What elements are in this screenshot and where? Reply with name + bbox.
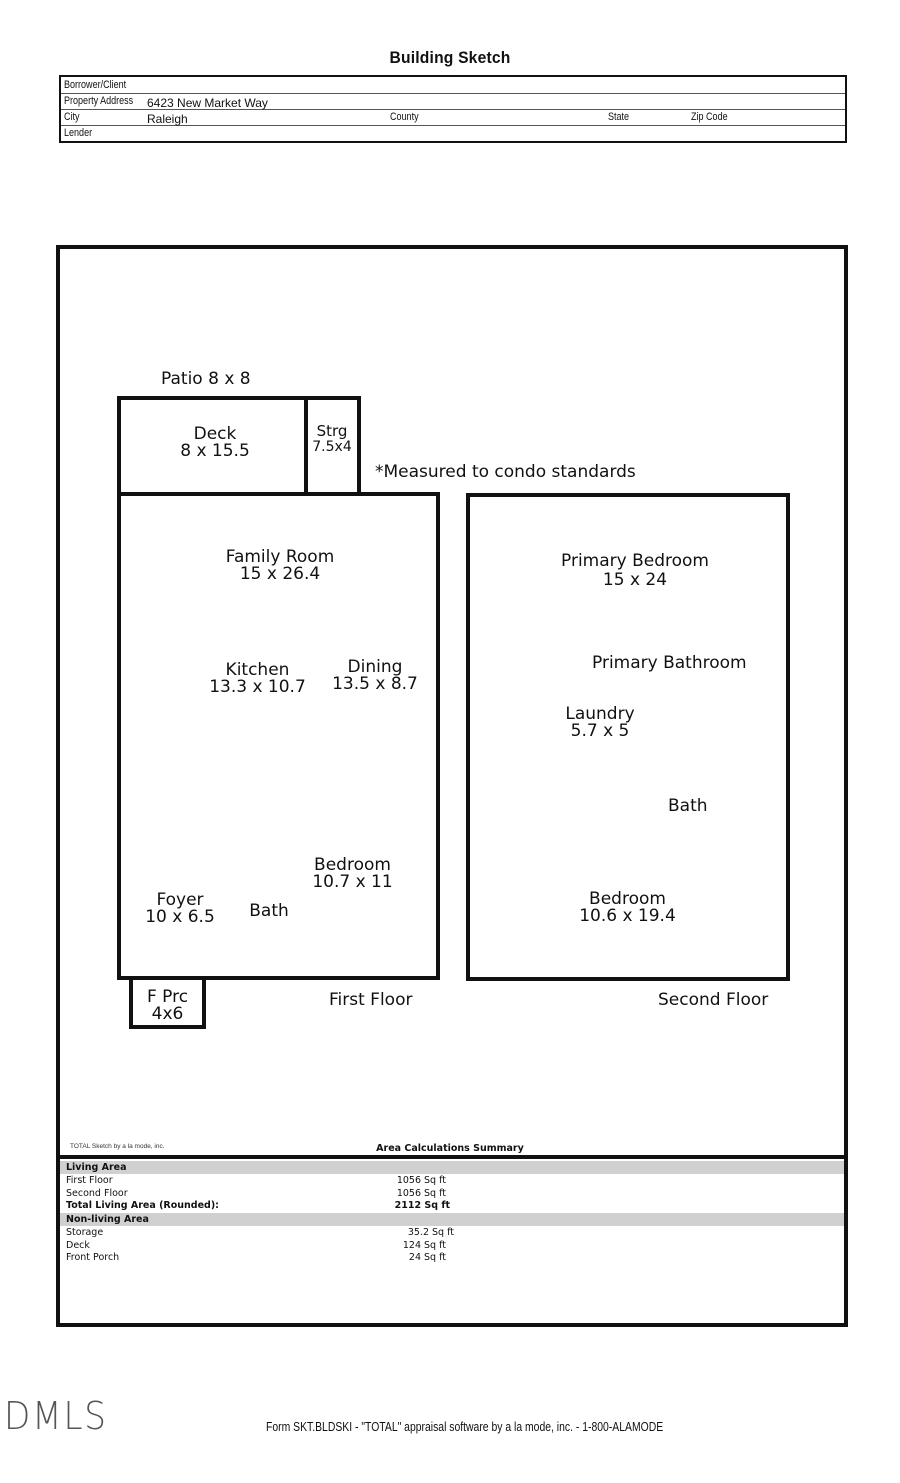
room-dims: 13.3 x 10.7: [209, 677, 306, 697]
foyer-room: Foyer 10 x 6.5: [130, 892, 230, 926]
address-value: 6423 New Market Way: [147, 96, 268, 110]
deck-dims: 8 x 15.5: [180, 441, 250, 461]
storage-name: Strg: [316, 422, 348, 440]
second-floor-area-label: Second Floor: [66, 1188, 128, 1199]
room-dims: 4x6: [151, 1004, 184, 1024]
laundry-room: Laundry 5.7 x 5: [555, 706, 645, 740]
room-name: Kitchen: [225, 660, 290, 680]
dining-room: Dining 13.5 x 8.7: [320, 659, 430, 693]
second-floor-outline: [466, 493, 790, 981]
lender-row: Lender: [61, 125, 845, 141]
room-dims: 10.7 x 11: [312, 872, 393, 892]
primary-bedroom: Primary Bedroom 15 x 24: [540, 553, 730, 589]
living-area-header: Living Area: [66, 1162, 127, 1173]
area-summary-title: Area Calculations Summary: [376, 1143, 524, 1154]
borrower-label: Borrower/Client: [64, 79, 127, 91]
nonliving-area-band: [60, 1213, 844, 1226]
storage-dims: 7.5x4: [312, 439, 352, 455]
dmls-logo: DMLS: [4, 1394, 108, 1438]
second-floor-area-value: 1056 Sq ft: [396, 1188, 446, 1199]
second-floor-label: Second Floor: [658, 990, 769, 1010]
room-name: Bedroom: [589, 889, 666, 909]
total-living-label: Total Living Area (Rounded):: [66, 1200, 219, 1211]
first-floor-bath: Bath: [249, 901, 289, 921]
borrower-row: Borrower/Client: [61, 77, 845, 94]
summary-divider: [56, 1155, 848, 1159]
front-porch: F Prc 4x6: [131, 989, 204, 1023]
deck-name: Deck: [193, 424, 237, 444]
room-dims: 10 x 6.5: [145, 907, 215, 927]
measurement-note: *Measured to condo standards: [375, 462, 636, 482]
county-label: County: [390, 111, 419, 123]
city-label: City: [64, 111, 80, 123]
city-row: City Raleigh County State Zip Code: [61, 109, 845, 126]
room-name: Bedroom: [314, 855, 391, 875]
room-name: Foyer: [156, 890, 204, 910]
room-dims: 10.6 x 19.4: [579, 906, 676, 926]
storage-area-value: 35.2 Sq ft: [407, 1227, 454, 1238]
kitchen-room: Kitchen 13.3 x 10.7: [200, 662, 315, 696]
deck-area-label: Deck: [66, 1240, 90, 1251]
room-dims: 15 x 24: [602, 570, 668, 590]
lender-label: Lender: [64, 127, 93, 139]
room-dims: 15 x 26.4: [239, 564, 321, 584]
property-info-table: Borrower/Client Property Address 6423 Ne…: [59, 75, 847, 143]
room-dims: 13.5 x 8.7: [332, 674, 418, 694]
front-porch-area-label: Front Porch: [66, 1252, 120, 1263]
address-label: Property Address: [64, 95, 134, 107]
second-floor-bath: Bath: [668, 796, 708, 816]
room-dims: 5.7 x 5: [570, 721, 630, 741]
zip-label: Zip Code: [691, 111, 728, 123]
primary-bathroom: Primary Bathroom: [592, 653, 747, 673]
address-row: Property Address 6423 New Market Way: [61, 93, 845, 110]
living-area-band: [60, 1161, 844, 1174]
deck-room: Deck 8 x 15.5: [150, 426, 280, 460]
front-porch-area-value: 24 Sq ft: [408, 1252, 446, 1263]
deck-area-value: 124 Sq ft: [402, 1240, 446, 1251]
nonliving-area-header: Non-living Area: [66, 1214, 149, 1225]
storage-area-label: Storage: [66, 1227, 104, 1238]
sketch-frame: [56, 245, 848, 1327]
room-name: F Prc: [146, 987, 189, 1007]
first-floor-area-value: 1056 Sq ft: [396, 1175, 446, 1186]
sketch-credit: TOTAL Sketch by a la mode, inc.: [70, 1143, 165, 1150]
total-living-value: 2112 Sq ft: [394, 1200, 450, 1211]
room-name: Dining: [347, 657, 403, 677]
family-room: Family Room 15 x 26.4: [200, 549, 360, 583]
city-value: Raleigh: [147, 112, 188, 126]
form-footer: Form SKT.BLDSKI - "TOTAL" appraisal soft…: [266, 1419, 664, 1434]
room-name: Family Room: [225, 547, 335, 567]
page-title: Building Sketch: [389, 48, 511, 67]
second-floor-bedroom: Bedroom 10.6 x 19.4: [565, 891, 690, 925]
room-name: Laundry: [565, 704, 635, 724]
room-name: Primary Bedroom: [561, 551, 709, 571]
front-porch-outline: [129, 976, 206, 1029]
first-floor-bedroom: Bedroom 10.7 x 11: [300, 857, 405, 891]
state-label: State: [608, 111, 630, 123]
first-floor-outline: [117, 492, 440, 980]
first-floor-area-label: First Floor: [66, 1175, 113, 1186]
storage-room: Strg 7.5x4: [306, 423, 358, 455]
patio-label: Patio 8 x 8: [161, 369, 251, 389]
first-floor-label: First Floor: [329, 990, 413, 1010]
